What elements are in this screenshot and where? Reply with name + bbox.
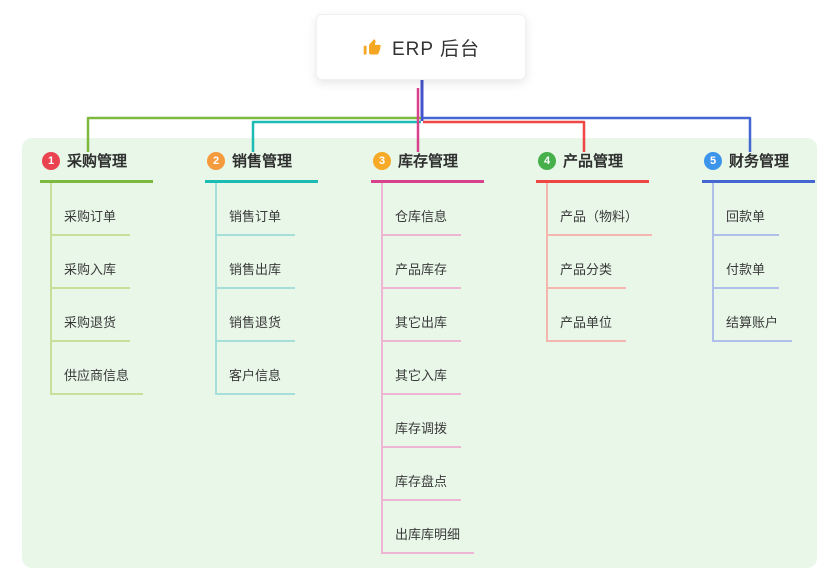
node-product-stock[interactable]: 产品库存 [381,259,462,289]
branch-sales: 2 销售管理 销售订单 销售出库 销售退货 客户信息 [205,148,367,395]
branch-product-title[interactable]: 4 产品管理 [536,148,650,183]
branch-sales-children: 销售订单 销售出库 销售退货 客户信息 [205,183,367,395]
node-supplier-info[interactable]: 供应商信息 [50,365,144,395]
branch-product-children: 产品（物料） 产品分类 产品单位 [536,183,698,342]
node-product-material[interactable]: 产品（物料） [546,206,653,236]
priority-1-badge: 1 [42,151,60,170]
branch-purchase-title[interactable]: 1 采购管理 [40,148,154,183]
thumbs-up-shape [363,38,382,54]
branch-inventory: 3 库存管理 仓库信息 产品库存 其它出库 其它入库 库存调拨 库存盘点 出库库… [371,148,533,554]
thumbs-up-icon [362,37,383,58]
branch-finance-title[interactable]: 5 财务管理 [702,148,816,183]
node-sales-outbound[interactable]: 销售出库 [215,259,296,289]
node-stock-taking[interactable]: 库存盘点 [381,471,462,501]
branch-finance-vline [712,183,714,342]
node-warehouse-info[interactable]: 仓库信息 [381,206,462,236]
priority-3-badge: 3 [373,151,391,170]
branch-sales-label: 销售管理 [232,153,293,170]
branch-purchase-label: 采购管理 [67,153,128,170]
node-other-inbound[interactable]: 其它入库 [381,365,462,395]
node-sales-order[interactable]: 销售订单 [215,206,296,236]
branch-purchase-vline [50,183,52,395]
root-node-erp[interactable]: ERP 后台 [316,14,526,80]
branch-purchase-children: 采购订单 采购入库 采购退货 供应商信息 [40,183,202,395]
branch-finance: 5 财务管理 回款单 付款单 结算账户 [702,148,839,342]
branch-inventory-children: 仓库信息 产品库存 其它出库 其它入库 库存调拨 库存盘点 出库库明细 [371,183,533,554]
node-receipt-bill[interactable]: 回款单 [712,206,780,236]
root-node-label: ERP 后台 [391,38,480,60]
node-customer-info[interactable]: 客户信息 [215,365,296,395]
node-purchase-inbound[interactable]: 采购入库 [50,259,131,289]
priority-4-badge: 4 [538,151,556,170]
node-outbound-detail[interactable]: 出库库明细 [381,524,475,554]
node-other-outbound[interactable]: 其它出库 [381,312,462,342]
branch-finance-label: 财务管理 [729,153,790,170]
branch-sales-vline [215,183,217,395]
branch-inventory-vline [381,183,383,554]
node-product-unit[interactable]: 产品单位 [546,312,627,342]
branch-product-vline [546,183,548,342]
node-purchase-return[interactable]: 采购退货 [50,312,131,342]
branch-inventory-label: 库存管理 [398,153,459,170]
node-stock-transfer[interactable]: 库存调拨 [381,418,462,448]
branch-inventory-title[interactable]: 3 库存管理 [371,148,485,183]
node-settlement-account[interactable]: 结算账户 [712,312,793,342]
priority-2-badge: 2 [207,151,225,170]
branch-product: 4 产品管理 产品（物料） 产品分类 产品单位 [536,148,698,342]
node-product-category[interactable]: 产品分类 [546,259,627,289]
node-sales-return[interactable]: 销售退货 [215,312,296,342]
branch-product-label: 产品管理 [563,153,624,170]
priority-5-badge: 5 [704,151,722,170]
branch-purchase: 1 采购管理 采购订单 采购入库 采购退货 供应商信息 [40,148,202,395]
branch-sales-title[interactable]: 2 销售管理 [205,148,319,183]
node-purchase-order[interactable]: 采购订单 [50,206,131,236]
branch-finance-children: 回款单 付款单 结算账户 [702,183,839,342]
branches-panel: 1 采购管理 采购订单 采购入库 采购退货 供应商信息 2 销售管理 销售订单 … [22,138,817,568]
node-payment-bill[interactable]: 付款单 [712,259,780,289]
